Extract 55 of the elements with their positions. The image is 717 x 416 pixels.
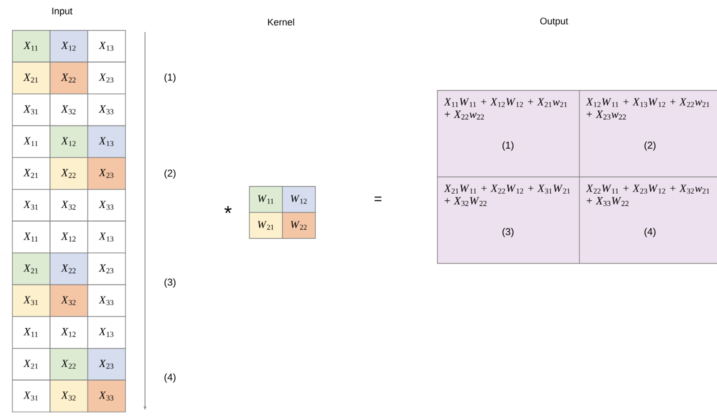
panel-title: Output bbox=[540, 18, 568, 26]
matrix-cell: X$_{11}$ bbox=[12, 30, 50, 62]
matrix-cell: X$_{33}$ bbox=[87, 94, 126, 126]
matrix-cell: X$_{32}$ bbox=[50, 189, 88, 222]
matrix-cell: X$_{13}$ bbox=[87, 125, 126, 158]
matrix-cell: X$_{32}$ bbox=[50, 94, 88, 126]
output-cell: X$_{21}$W$_{11}$ + X$_{22}$W$_{12}$ + X$_{31}$W$_{21}$ + X$_{32}$W$_{22}$ (3) bbox=[437, 176, 580, 264]
matrix-cell: X$_{22}$ bbox=[50, 157, 88, 190]
step-number: (3) bbox=[164, 278, 176, 288]
matrix-cell: X$_{31}$ bbox=[12, 94, 50, 126]
matrix-cell: X$_{33}$ bbox=[87, 189, 126, 222]
output-cell: X$_{11}$W$_{11}$ + X$_{12}$W$_{12}$ + X$_{21}$w$_{21}$ + X$_{22}$w$_{22}$ (1) bbox=[437, 90, 580, 178]
equals-sign: = bbox=[374, 196, 382, 202]
matrix-cell: X$_{21}$ bbox=[12, 62, 50, 94]
matrix-cell: X$_{13}$ bbox=[87, 316, 126, 349]
panel-title: Input bbox=[52, 8, 72, 16]
panel-title: Kernel bbox=[268, 18, 294, 26]
matrix-cell: X$_{31}$ bbox=[12, 380, 50, 412]
matrix-cell: X$_{23}$ bbox=[87, 157, 126, 190]
matrix-cell: X$_{23}$ bbox=[87, 252, 126, 286]
matrix-cell: X$_{21}$ bbox=[12, 252, 50, 286]
matrix-cell: X$_{13}$ bbox=[87, 220, 126, 254]
node-label: X$_{12}$W$_{11}$ + X$_{13}$W$_{12}$ + X$_{22}$w$_{21}$ + X$_{23}$w$_{22}$ bbox=[586, 98, 710, 120]
matrix-cell: X$_{11}$ bbox=[12, 316, 50, 349]
matrix-cell: X$_{31}$ bbox=[12, 284, 50, 317]
matrix-cell: X$_{11}$ bbox=[12, 220, 50, 254]
matrix-cell: X$_{33}$ bbox=[87, 380, 126, 412]
matrix-cell: X$_{22}$ bbox=[50, 252, 88, 286]
matrix-cell: X$_{12}$ bbox=[50, 220, 88, 254]
matrix-cell: X$_{22}$ bbox=[50, 62, 88, 94]
matrix-cell: X$_{12}$ bbox=[50, 125, 88, 158]
matrix-cell: X$_{12}$ bbox=[50, 30, 88, 62]
matrix-cell: X$_{12}$ bbox=[50, 316, 88, 349]
matrix-cell: X$_{32}$ bbox=[50, 284, 88, 317]
step-number: (1) bbox=[164, 73, 176, 83]
matrix-cell: X$_{31}$ bbox=[12, 189, 50, 222]
matrix-cell: X$_{13}$ bbox=[87, 30, 126, 62]
node-label: (2) bbox=[644, 141, 656, 151]
matrix-cell: X$_{23}$ bbox=[87, 62, 126, 94]
matrix-cell: X$_{33}$ bbox=[87, 284, 126, 317]
step-number: (2) bbox=[164, 169, 176, 179]
output-cell: X$_{12}$W$_{11}$ + X$_{13}$W$_{12}$ + X$_{22}$w$_{21}$ + X$_{23}$w$_{22}$ (2) bbox=[579, 90, 717, 178]
convolution-operator: * bbox=[224, 206, 232, 214]
matrix-cell: X$_{11}$ bbox=[12, 125, 50, 158]
step-number: (4) bbox=[164, 373, 176, 383]
matrix-cell: X$_{22}$ bbox=[50, 348, 88, 380]
kernel-cell: W$_{21}$ bbox=[249, 212, 283, 239]
matrix-cell: X$_{21}$ bbox=[12, 157, 50, 190]
output-cell: X$_{22}$W$_{11}$ + X$_{23}$W$_{12}$ + X$_{32}$w$_{21}$ + X$_{33}$W$_{22}$ (4) bbox=[579, 176, 717, 264]
matrix-cell: X$_{23}$ bbox=[87, 348, 126, 380]
matrix-cell: X$_{32}$ bbox=[50, 380, 88, 412]
matrix-cell: X$_{21}$ bbox=[12, 348, 50, 380]
kernel-cell: W$_{12}$ bbox=[282, 186, 316, 213]
kernel-cell: W$_{22}$ bbox=[282, 212, 316, 239]
kernel-cell: W$_{11}$ bbox=[249, 186, 283, 213]
